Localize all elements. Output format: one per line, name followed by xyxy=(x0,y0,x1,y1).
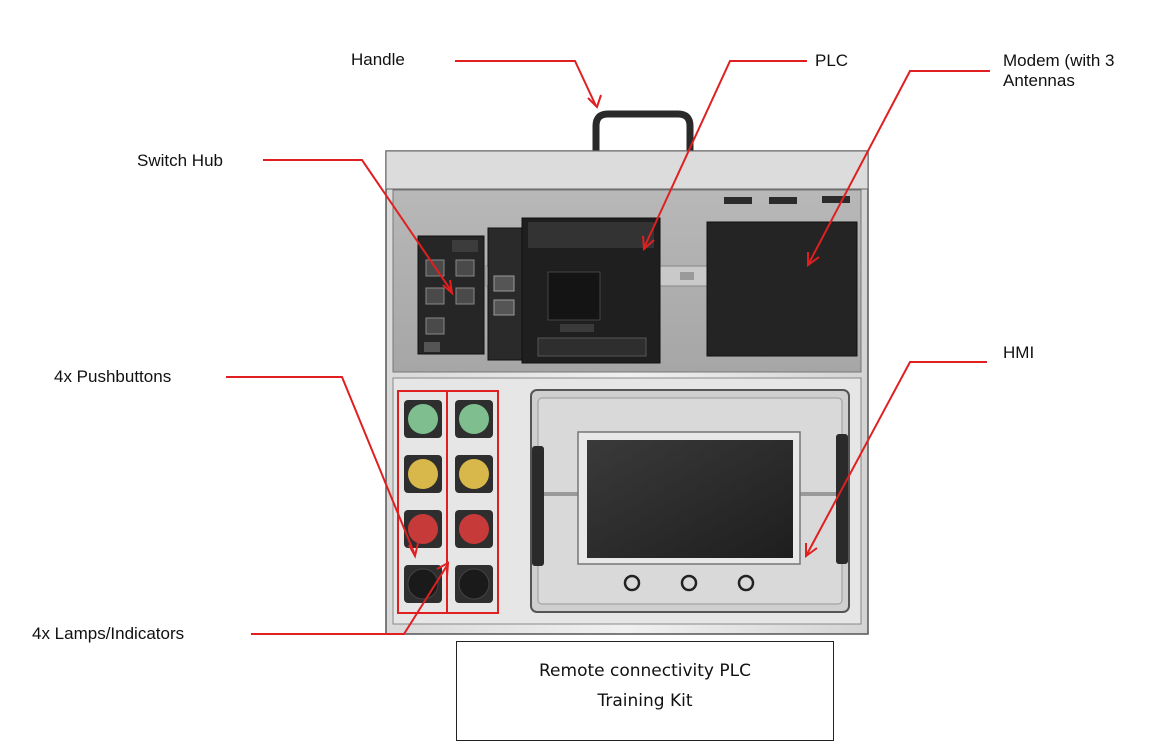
hmi-key xyxy=(737,574,755,592)
caption-box: Remote connectivity PLC Training Kit xyxy=(456,641,834,741)
lamps-callout xyxy=(251,563,449,635)
caption-line2: Training Kit xyxy=(597,691,693,711)
modem-unit xyxy=(706,221,858,357)
handle xyxy=(592,110,694,152)
handle-callout xyxy=(455,60,597,107)
caption-line1: Remote connectivity PLC xyxy=(539,661,751,681)
antenna-connector xyxy=(822,196,850,203)
yellow-pushbutton xyxy=(408,459,438,489)
case-top-rim xyxy=(385,150,869,190)
plc-arrowhead xyxy=(642,235,655,252)
plc-callout xyxy=(643,60,807,249)
modem-label-line1: Modem (with 3 xyxy=(1003,51,1115,70)
switch-hub-label: Switch Hub xyxy=(137,151,223,170)
callout-lines xyxy=(226,60,990,635)
red-lamp xyxy=(459,514,489,544)
black-pushbutton xyxy=(407,568,439,600)
switch-hub-arrowhead xyxy=(442,279,454,296)
pushbutton-column-outline xyxy=(446,390,499,614)
yellow-lamp xyxy=(459,459,489,489)
button-column-1 xyxy=(404,400,442,603)
modem-callout xyxy=(807,70,990,266)
modem-arrowhead xyxy=(807,252,820,267)
hmi-key xyxy=(680,574,698,592)
modem-label: Modem (with 3 Antennas xyxy=(1003,51,1114,91)
lamps-label: 4x Lamps/Indicators xyxy=(32,624,185,643)
antenna-connector xyxy=(769,197,797,204)
hmi-arrowhead xyxy=(805,543,818,558)
pushbuttons-arrowhead xyxy=(408,542,419,559)
switch-hub xyxy=(417,235,485,355)
lamps-arrowhead xyxy=(436,561,450,577)
hmi-screen xyxy=(587,440,793,558)
button-column-2 xyxy=(455,400,493,603)
din-rail-slot xyxy=(680,272,694,280)
handle-label: Handle xyxy=(351,50,405,69)
pushbuttons-callout xyxy=(226,376,416,556)
hmi-callout xyxy=(805,361,987,557)
plc-label: PLC xyxy=(815,51,849,70)
modem-label-line2: Antennas xyxy=(1003,71,1075,90)
black-lamp xyxy=(458,568,490,600)
hmi-unit xyxy=(530,389,850,613)
green-pushbutton xyxy=(408,404,438,434)
green-lamp xyxy=(459,404,489,434)
handle-arrowhead xyxy=(587,94,602,109)
antenna-connector xyxy=(724,197,752,204)
switch-hub-callout xyxy=(263,159,453,293)
hmi-label: HMI xyxy=(1003,343,1035,362)
pushbuttons-label: 4x Pushbuttons xyxy=(54,367,172,386)
red-pushbutton xyxy=(408,514,438,544)
plc-unit xyxy=(487,217,661,364)
hmi-key xyxy=(623,574,641,592)
